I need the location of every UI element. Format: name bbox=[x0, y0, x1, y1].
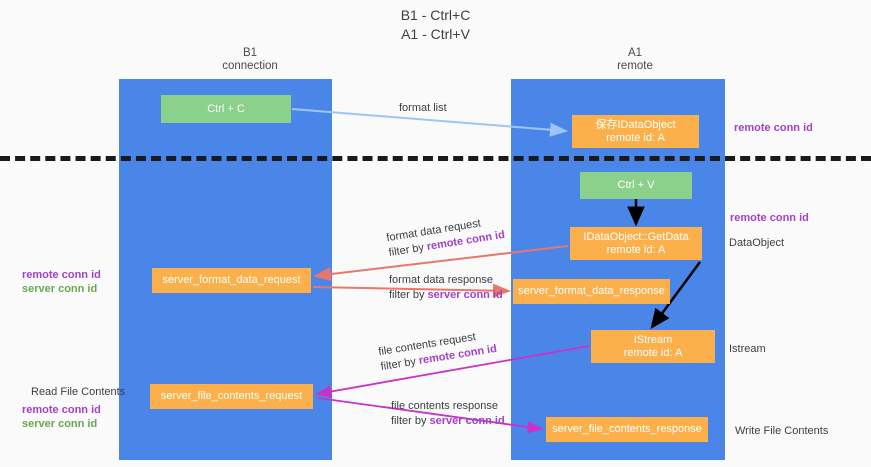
node-server-format-data-response[interactable]: server_format_data_response bbox=[513, 279, 670, 304]
edge-label-file-contents-response: file contents response filter by server … bbox=[391, 399, 505, 429]
edge-label-format-data-response-text: format data response bbox=[389, 274, 493, 286]
node-ctrl-v-label: Ctrl + V bbox=[617, 179, 655, 191]
node-server-file-contents-request-label: server_file_contents_request bbox=[160, 390, 303, 402]
annotation-left-remote-conn-id-2: remote conn id bbox=[22, 404, 101, 416]
node-istream-label: IStream bbox=[633, 333, 673, 346]
node-server-file-contents-response[interactable]: server_file_contents_response bbox=[546, 417, 708, 442]
annotation-left-remote-conn-id: remote conn id bbox=[22, 269, 101, 281]
edge-label-file-contents-response-filter: filter by server conn id bbox=[391, 414, 505, 429]
annotation-left-read-file-contents: Read File Contents bbox=[31, 386, 126, 398]
edge-label-file-contents-request: file contents request filter by remote c… bbox=[377, 327, 498, 375]
annotation-right-write-file-contents: Write File Contents bbox=[735, 425, 829, 437]
node-ctrl-c-label: Ctrl + C bbox=[207, 102, 245, 115]
node-istream-sublabel: remote id: A bbox=[623, 346, 683, 359]
title-line-2: A1 - Ctrl+V bbox=[401, 26, 470, 42]
node-server-format-data-response-label: server_format_data_response bbox=[518, 285, 665, 297]
filter-key-server-conn-id: server conn id bbox=[427, 289, 503, 301]
annotation-right-dataobject: DataObject bbox=[729, 237, 785, 249]
node-istream[interactable]: IStream remote id: A bbox=[591, 330, 715, 363]
node-getdata-label: IDataObject::GetData bbox=[583, 230, 689, 243]
annotation-left-conn-ids-top: remote conn id server conn id bbox=[22, 268, 132, 296]
edge-label-format-data-response: format data response filter by server co… bbox=[389, 273, 503, 303]
edge-label-format-data-response-filter: filter by server conn id bbox=[389, 288, 503, 303]
annotation-right-remote-conn-id-mid: remote conn id bbox=[730, 212, 809, 224]
column-header-a1: A1 remote bbox=[510, 47, 760, 73]
node-getdata-sublabel: remote id: A bbox=[606, 243, 666, 256]
page-title: B1 - Ctrl+C A1 - Ctrl+V bbox=[0, 6, 871, 44]
filter-prefix: filter by bbox=[391, 415, 430, 427]
node-server-file-contents-request[interactable]: server_file_contents_request bbox=[150, 384, 313, 409]
node-save-dataobject-sublabel: remote id: A bbox=[606, 131, 665, 144]
annotation-left-server-conn-id-2: server conn id bbox=[22, 418, 98, 430]
phase-divider bbox=[0, 156, 871, 161]
title-line-1: B1 - Ctrl+C bbox=[400, 7, 471, 23]
node-ctrl-v[interactable]: Ctrl + V bbox=[580, 172, 692, 199]
annotation-right-remote-conn-id-top: remote conn id bbox=[734, 122, 813, 134]
column-header-a1-role: remote bbox=[617, 60, 653, 72]
annotation-right-istream: Istream bbox=[729, 343, 766, 355]
column-header-a1-name: A1 bbox=[627, 47, 643, 59]
filter-prefix: filter by bbox=[389, 289, 428, 301]
edge-label-format-data-request: format data request filter by remote con… bbox=[385, 213, 506, 261]
node-save-dataobject-label: 保存IDataObject bbox=[595, 118, 676, 131]
column-header-b1-name: B1 bbox=[242, 47, 258, 59]
node-server-format-data-request-label: server_format_data_request bbox=[162, 274, 301, 286]
node-ctrl-c[interactable]: Ctrl + C bbox=[161, 95, 291, 123]
node-save-dataobject[interactable]: 保存IDataObject remote id: A bbox=[572, 115, 699, 148]
filter-key-server-conn-id: server conn id bbox=[429, 415, 505, 427]
edge-label-file-contents-response-text: file contents response bbox=[391, 400, 499, 412]
column-header-b1-role: connection bbox=[222, 60, 278, 72]
annotation-left-server-conn-id: server conn id bbox=[22, 283, 98, 295]
node-getdata[interactable]: IDataObject::GetData remote id: A bbox=[570, 227, 702, 260]
node-server-file-contents-response-label: server_file_contents_response bbox=[552, 423, 702, 435]
node-server-format-data-request[interactable]: server_format_data_request bbox=[152, 268, 311, 293]
edge-label-format-list: format list bbox=[399, 101, 447, 116]
annotation-left-conn-ids-bottom: remote conn id server conn id bbox=[22, 403, 132, 431]
column-header-b1: B1 connection bbox=[150, 47, 350, 73]
edge-label-format-list-text: format list bbox=[399, 102, 447, 114]
